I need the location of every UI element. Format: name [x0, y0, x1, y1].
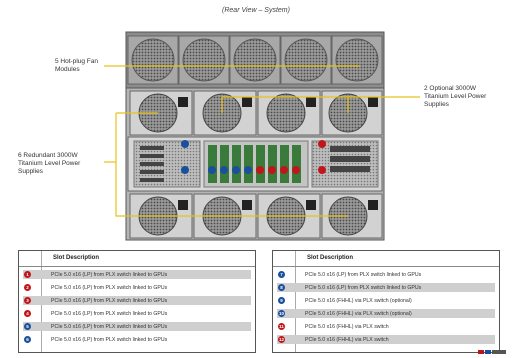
callout-fan-modules: 5 Hot-plug Fan Modules [55, 58, 98, 74]
brand-logo-icon [478, 350, 506, 354]
fan-module-5 [331, 35, 383, 85]
slot-number-badge: 1 [24, 271, 31, 278]
fan-module-1 [127, 35, 179, 85]
slot-number-badge: 2 [24, 284, 31, 291]
slot-number-badge: 3 [24, 297, 31, 304]
callout-redundant-line-2: Titanium Level Power [18, 160, 81, 167]
slot-number-badge: 5 [24, 323, 31, 330]
fan-module-3 [229, 35, 281, 85]
slot-markers [181, 140, 326, 174]
callout-fan-line-1: 5 Hot-plug Fan [55, 58, 98, 65]
callout-optional-line-1: 2 Optional 3000W [424, 85, 477, 92]
slot-number-badge: 11 [278, 323, 285, 330]
fan-module-2 [178, 35, 230, 85]
callout-optional-line-3: Supplies [424, 101, 449, 108]
callout-redundant-line-1: 6 Redundant 3000W [18, 152, 78, 159]
slot-number-badge: 12 [278, 336, 285, 343]
callout-lines [104, 65, 420, 217]
slot-number-badge: 9 [278, 297, 285, 304]
right-io-panel [311, 140, 379, 188]
left-io-panel [133, 140, 201, 188]
slot-number-badge: 10 [278, 310, 285, 317]
slot-table-left-header: Slot Description [19, 251, 255, 267]
psu-top-3 [257, 90, 321, 136]
callout-optional-psu: 2 Optional 3000W Titanium Level Power Su… [424, 85, 486, 109]
slot-number-badge: 8 [278, 284, 285, 291]
fan-module-4 [280, 35, 332, 85]
server-rear-chassis [104, 31, 420, 241]
callout-optional-line-2: Titanium Level Power [424, 93, 487, 100]
slot-table-right-header: Slot Description [273, 251, 499, 267]
callout-redundant-psu: 6 Redundant 3000W Titanium Level Power S… [18, 152, 80, 176]
callout-fan-line-2: Modules [55, 66, 80, 73]
pcie-slot-bank [203, 140, 309, 188]
slot-number-badge: 4 [24, 310, 31, 317]
slot-number-badge: 7 [278, 271, 285, 278]
slot-number-badge: 6 [24, 336, 31, 343]
callout-redundant-line-3: Supplies [18, 168, 43, 175]
diagram-title: (Rear View – System) [222, 7, 290, 14]
